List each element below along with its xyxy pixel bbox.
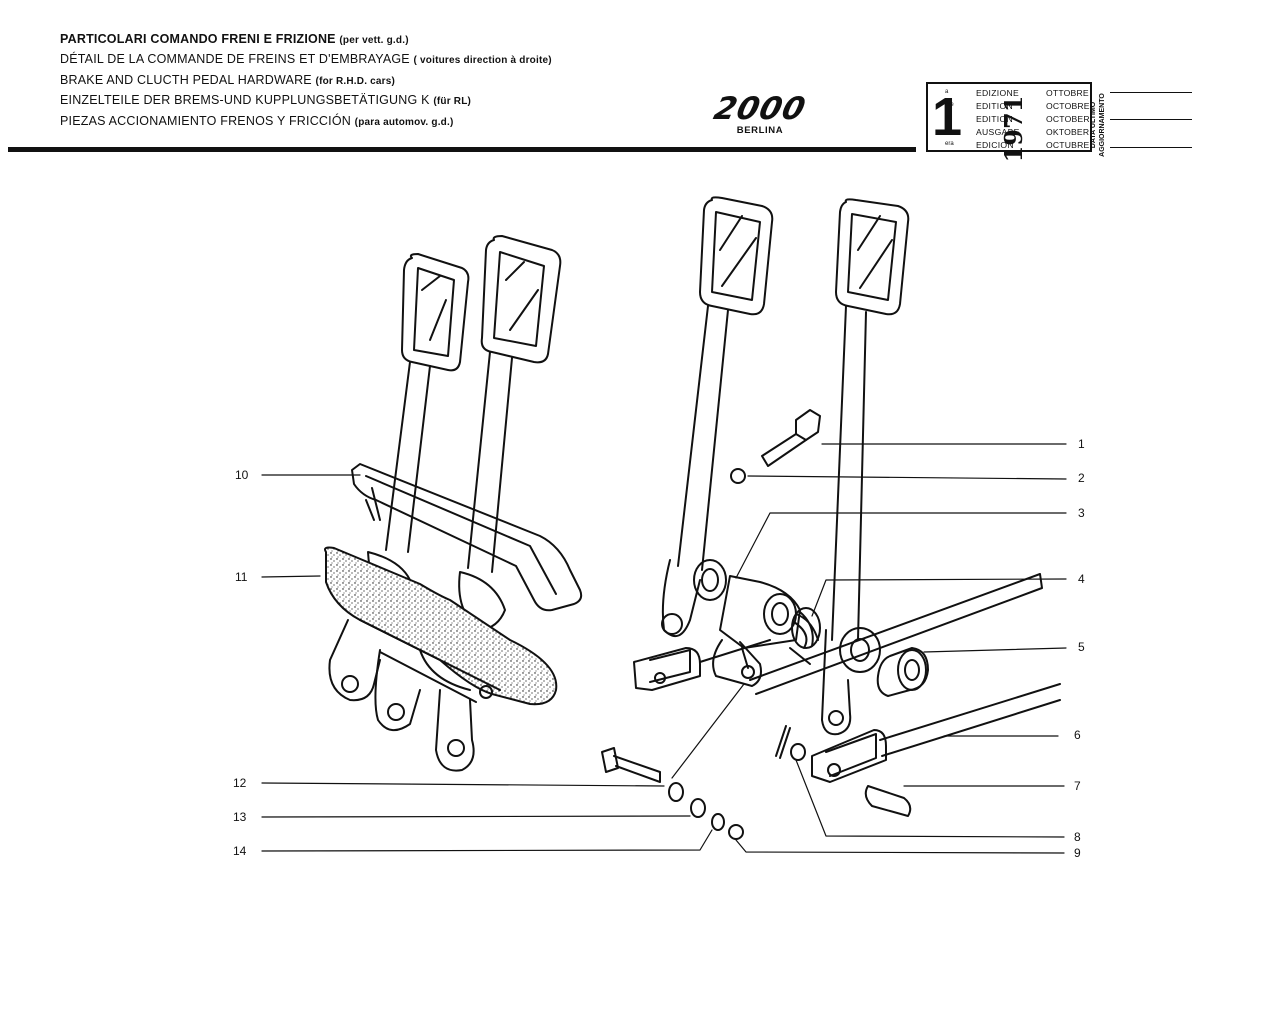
boot-right [458, 571, 506, 631]
callout-5: 5 [1078, 640, 1085, 654]
clevis-pin-7 [864, 785, 912, 817]
washer-13a [668, 782, 684, 802]
left-pedal-2 [467, 235, 562, 573]
cross-shaft [749, 573, 1043, 695]
model-badge: 2000 BERLINA [698, 91, 822, 136]
clevis-rod-left [633, 639, 771, 691]
edition-suffix: . [945, 128, 947, 134]
washer-near-6 [790, 743, 806, 761]
edition-suffix: ère [945, 102, 954, 108]
callout-3: 3 [1078, 506, 1085, 520]
cotter-pin-8 [775, 725, 791, 759]
update-write-line [1110, 147, 1192, 148]
edition-label: EDITION [976, 101, 1013, 111]
right-pedal-2 [821, 198, 910, 736]
edition-number: 1 [932, 87, 963, 147]
callout-12: 12 [233, 776, 247, 790]
title-fr-note: ( voitures direction à droite) [413, 55, 552, 67]
callout-13: 13 [233, 810, 247, 824]
callout-14: 14 [233, 844, 247, 858]
title-line-de: EINZELTEILE DER BREMS-UND KUPPLUNGSBETÄT… [60, 91, 552, 111]
bolt-12 [601, 747, 661, 783]
update-write-line [1110, 119, 1192, 120]
title-line-fr: DÉTAIL DE LA COMMANDE DE FREINS ET D'EMB… [60, 50, 552, 70]
pedal-housing [328, 619, 501, 772]
title-es: PIEZAS ACCIONAMIENTO FRENOS Y FRICCIÓN [60, 113, 351, 128]
edition-box: 1 a ère st . era EDIZIONE EDITION EDITIO… [926, 82, 1092, 152]
callout-4: 4 [1078, 572, 1085, 586]
nut-2 [730, 468, 746, 484]
callout-8: 8 [1074, 830, 1081, 844]
edition-label: EDIZIONE [976, 88, 1019, 98]
model-subtitle: BERLINA [736, 125, 784, 136]
title-line-it: PARTICOLARI COMANDO FRENI E FRIZIONE (pe… [60, 30, 552, 50]
title-block: PARTICOLARI COMANDO FRENI E FRIZIONE (pe… [60, 30, 552, 132]
left-pedal-1 [385, 253, 470, 553]
right-pedal-1 [661, 196, 774, 638]
spring-4 [789, 607, 821, 665]
pedal-bracket-10 [351, 463, 583, 612]
title-en-note: (for R.H.D. cars) [315, 75, 396, 87]
edition-month: OTTOBRE [1046, 88, 1089, 98]
edition-month: OKTOBER [1046, 127, 1090, 137]
pivot-block-3 [712, 575, 801, 687]
title-es-note: (para automov. g.d.) [354, 116, 454, 128]
callout-9: 9 [1074, 846, 1081, 860]
title-fr: DÉTAIL DE LA COMMANDE DE FREINS ET D'EMB… [60, 52, 410, 67]
callout-2: 2 [1078, 471, 1085, 485]
title-en: BRAKE AND CLUCTH PEDAL HARDWARE [60, 72, 312, 87]
update-write-line [1110, 92, 1192, 93]
title-de-note: (für RL) [433, 96, 472, 108]
title-line-es: PIEZAS ACCIONAMIENTO FRENOS Y FRICCIÓN (… [60, 112, 552, 132]
callout-10: 10 [235, 468, 249, 482]
nut-9 [728, 824, 744, 840]
leader-lines [261, 443, 1067, 854]
title-line-en: BRAKE AND CLUCTH PEDAL HARDWARE (for R.H… [60, 71, 552, 91]
push-rod-6 [811, 683, 1061, 783]
edition-label: EDITION [976, 114, 1013, 124]
edition-suffix: era [945, 141, 954, 147]
bushing-5 [876, 647, 929, 697]
callout-11: 11 [235, 570, 248, 584]
title-it-note: (per vett. g.d.) [339, 35, 409, 46]
callout-1: 1 [1078, 437, 1085, 451]
washer-13b [690, 798, 706, 818]
edition-label: EDICION [976, 140, 1014, 150]
lock-washer-14 [711, 813, 725, 831]
edition-month: OCTOBRE [1046, 101, 1090, 111]
header-rule [8, 147, 916, 152]
title-it: PARTICOLARI COMANDO FRENI E FRIZIONE [60, 32, 336, 46]
edition-suffix: st [945, 115, 950, 121]
edition-suffix: a [945, 89, 949, 95]
callout-7: 7 [1074, 779, 1081, 793]
edition-label: AUSGABE [976, 127, 1020, 137]
title-de: EINZELTEILE DER BREMS-UND KUPPLUNGSBETÄT… [60, 93, 430, 108]
bolt-1 [761, 409, 821, 467]
cover-plate-11 [324, 546, 558, 706]
callout-6: 6 [1074, 728, 1081, 742]
edition-month: OCTUBRE [1046, 140, 1090, 150]
edition-month: OCTOBER [1046, 114, 1090, 124]
